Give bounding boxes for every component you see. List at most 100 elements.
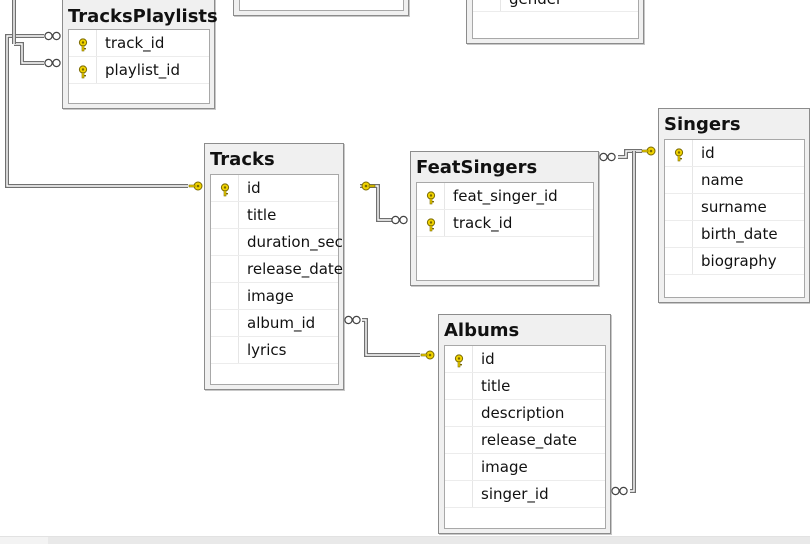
column-row[interactable]: title [211,202,338,229]
column-name: track_id [105,34,165,52]
table-title: TracksPlaylists [68,6,218,27]
column-name: release_date [247,260,344,278]
column-row[interactable]: release_date [445,427,605,454]
table-title: Tracks [210,149,275,170]
column-name: release_date [481,431,578,449]
column-row[interactable]: birth_date [665,221,804,248]
row-gutter [211,337,239,363]
row-gutter [665,221,693,247]
table-singers[interactable]: Singers id name surname birth_date biography [658,108,810,303]
column-row[interactable]: image [445,454,605,481]
relationship-tracks-albums[interactable] [344,315,435,360]
column-row[interactable]: track_id [417,210,593,237]
column-name: album_id [247,314,316,332]
key-icon [453,353,465,368]
row-gutter [417,183,445,209]
partial-table-right[interactable]: gender [466,0,644,44]
column-row[interactable]: singer_id [445,481,605,508]
column-row[interactable]: lyrics [211,337,338,364]
key-icon [219,182,231,197]
column-name: title [247,206,277,224]
column-row[interactable]: biography [665,248,804,275]
column-row[interactable]: track_id [69,30,209,57]
column-row[interactable]: name [665,167,804,194]
column-row[interactable]: playlist_id [69,57,209,84]
row-gutter [445,427,473,453]
column-name: id [247,179,261,197]
table-title: Singers [664,114,741,135]
column-row[interactable]: gender [473,0,638,12]
table-title: FeatSingers [416,157,538,178]
column-name: title [481,377,511,395]
column-name: track_id [453,214,513,232]
row-gutter [211,256,239,282]
column-name: id [701,144,715,162]
column-grid: id name surname birth_date biography [664,139,805,298]
row-gutter [211,310,239,336]
key-icon [641,146,656,156]
relationship-featsingers-singers[interactable] [599,146,656,162]
key-icon [425,217,437,232]
column-row[interactable]: description [445,400,605,427]
column-name: id [481,350,495,368]
relationship-albums-singers[interactable] [611,151,636,496]
column-name: feat_singer_id [453,187,558,205]
column-row[interactable]: duration_sec [211,229,343,256]
table-featsingers[interactable]: FeatSingers feat_singer_id track_id [410,151,599,286]
infinity-icon [599,152,616,162]
column-name: gender [509,0,562,7]
key-icon [425,190,437,205]
column-grid: feat_singer_id track_id [416,182,594,281]
column-name: playlist_id [105,61,180,79]
column-row[interactable]: id [665,140,804,167]
partial-table-grid [239,0,404,11]
column-row[interactable]: album_id [211,310,338,337]
column-row[interactable]: surname [665,194,804,221]
row-gutter [211,175,239,201]
column-name: description [481,404,565,422]
row-gutter [417,210,445,236]
column-row[interactable]: release_date [211,256,343,283]
partial-table-middle[interactable] [233,0,409,16]
row-gutter [211,229,239,255]
column-name: name [701,171,744,189]
row-gutter [665,194,693,220]
row-gutter [69,57,97,83]
infinity-icon [344,315,361,325]
key-icon [77,37,89,52]
relationship-tracksplaylists-playlists[interactable] [12,0,61,68]
horizontal-scrollbar[interactable] [0,536,810,544]
column-row[interactable]: id [211,175,338,202]
infinity-icon [44,58,61,68]
key-icon [188,181,203,191]
column-name: image [247,287,294,305]
column-row[interactable]: id [445,346,605,373]
key-icon [77,64,89,79]
relationship-featsingers-tracks[interactable] [360,181,408,225]
column-row[interactable]: image [211,283,338,310]
row-gutter [211,283,239,309]
column-name: duration_sec [247,233,343,251]
column-name: lyrics [247,341,287,359]
key-icon [420,350,435,360]
infinity-icon [391,215,408,225]
column-row[interactable]: feat_singer_id [417,183,593,210]
row-gutter [445,400,473,426]
infinity-icon [611,486,628,496]
column-row[interactable]: title [445,373,605,400]
row-gutter [445,346,473,372]
key-icon [673,147,685,162]
column-name: surname [701,198,767,216]
row-gutter [665,248,693,274]
scrollbar-track[interactable] [48,537,810,544]
table-tracksplaylists[interactable]: TracksPlaylists track_id playlist_id [62,0,218,109]
row-gutter [211,202,239,228]
column-grid: track_id playlist_id [68,29,210,104]
column-name: biography [701,252,777,270]
row-gutter [665,167,693,193]
key-icon [361,181,376,191]
